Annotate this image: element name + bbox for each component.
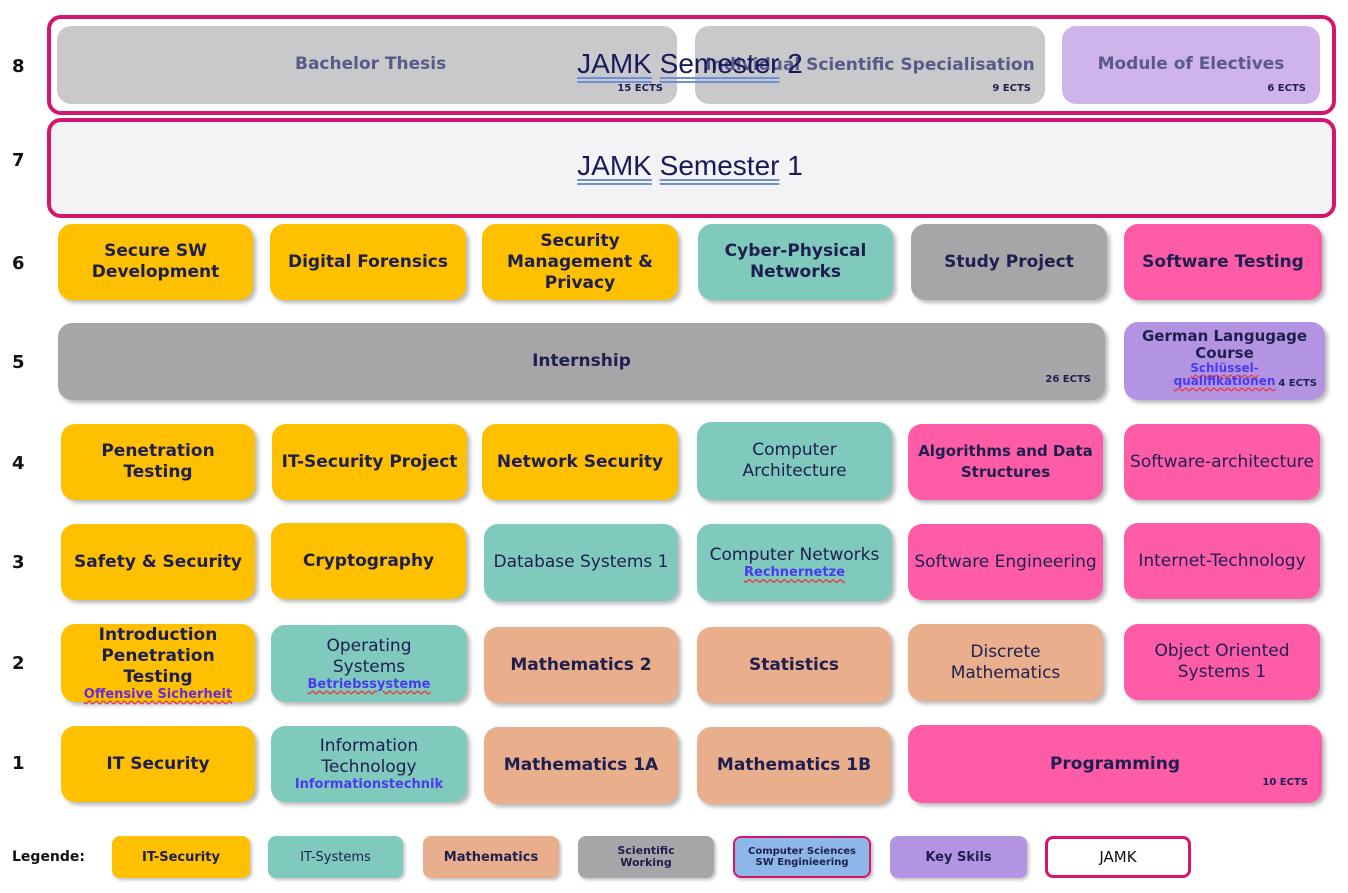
information-technology-subtitle: Informationstechnik <box>294 777 444 792</box>
module-of-electives: Module of Electives 6 ECTS <box>1062 26 1320 104</box>
module-german-language-course: German Langugage Course Schlüssel-qualif… <box>1124 322 1325 400</box>
programming-label: Programming <box>1049 753 1181 774</box>
module-operating-systems: Operating Systems Betriebssysteme <box>271 625 467 702</box>
jamk-semester-2-frame <box>47 15 1336 115</box>
row-number-5: 5 <box>12 352 25 373</box>
computer-networks-subtitle: Rechnernetze <box>744 565 845 580</box>
legend-key-skills: Key Skils <box>890 836 1027 878</box>
semester-number: 1 <box>787 150 803 181</box>
module-computer-networks: Computer Networks Rechnernetze <box>697 524 892 601</box>
module-statistics: Statistics <box>697 627 891 703</box>
module-it-security: IT Security <box>61 726 255 802</box>
module-programming: Programming 10 ECTS <box>908 725 1322 803</box>
module-algorithms-data-structures: Algorithms and Data Structures <box>908 424 1103 500</box>
jamk-semester-1-frame <box>47 118 1336 218</box>
semester-word: Semester <box>659 150 780 181</box>
jamk-word: JAMK <box>577 48 652 79</box>
module-discrete-mathematics: Discrete Mathematics <box>908 624 1103 701</box>
jamk-semester-2-title: JAMK Semester 2 <box>500 48 880 80</box>
scientific-specialisation-module: Individual Scientific Specialisation 9 E… <box>695 26 1045 104</box>
scientific-specialisation-label: Individual Scientific Specialisation <box>705 55 1035 75</box>
internship-label: Internship <box>532 351 631 371</box>
module-penetration-testing: Penetration Testing <box>61 424 255 500</box>
module-introduction-penetration-testing: Introduction Penetration Testing Offensi… <box>61 624 255 702</box>
internship-ects: 26 ECTS <box>1045 374 1091 385</box>
module-software-architecture: Software-architecture <box>1124 424 1320 500</box>
legend-scientific-working: Scientific Working <box>578 836 714 878</box>
legend-computer-sciences: Computer Sciences SW Enginieering <box>733 836 871 878</box>
module-cyber-physical-networks: Cyber-Physical Networks <box>698 224 893 300</box>
module-computer-architecture: Computer Architecture <box>697 422 892 500</box>
module-network-security: Network Security <box>482 424 678 500</box>
row-number-7: 7 <box>12 150 25 171</box>
module-security-management-privacy: Security Management & Privacy <box>482 224 678 300</box>
legend-mathematics: Mathematics <box>423 836 559 878</box>
jamk-word: JAMK <box>577 150 652 181</box>
module-of-electives-ects: 6 ECTS <box>1267 83 1306 94</box>
module-internship: Internship 26 ECTS <box>58 323 1105 400</box>
module-mathematics-1a: Mathematics 1A <box>484 727 678 804</box>
legend-label: Legende: <box>12 849 86 865</box>
legend-it-security: IT-Security <box>112 836 250 878</box>
module-software-engineering: Software Engineering <box>908 524 1103 600</box>
module-it-security-project: IT-Security Project <box>272 424 467 500</box>
german-course-ects: 4 ECTS <box>1278 378 1317 389</box>
intro-penetration-subtitle: Offensive Sicherheit <box>83 686 233 702</box>
legend-it-systems: IT-Systems <box>268 836 403 878</box>
module-object-oriented-systems-1: Object Oriented Systems 1 <box>1124 624 1320 700</box>
module-secure-sw-development: Secure SW Development <box>58 224 253 300</box>
row-number-3: 3 <box>12 552 25 573</box>
bachelor-thesis-label: Bachelor Thesis <box>295 54 447 74</box>
semester-number: 2 <box>787 48 803 79</box>
module-information-technology: Information Technology Informationstechn… <box>271 726 467 802</box>
operating-systems-subtitle: Betriebssysteme <box>307 676 431 692</box>
programming-ects: 10 ECTS <box>1262 777 1308 788</box>
legend-jamk: JAMK <box>1045 836 1191 878</box>
row-number-8: 8 <box>12 56 25 77</box>
row-number-4: 4 <box>12 453 25 474</box>
row-number-6: 6 <box>12 253 25 274</box>
module-digital-forensics: Digital Forensics <box>270 224 466 300</box>
bachelor-thesis-module: Bachelor Thesis 15 ECTS <box>57 26 677 104</box>
module-of-electives-label: Module of Electives <box>1097 54 1285 74</box>
module-study-project: Study Project <box>911 224 1107 300</box>
module-mathematics-1b: Mathematics 1B <box>697 727 891 804</box>
module-database-systems-1: Database Systems 1 <box>484 524 678 601</box>
semester-word: Semester <box>659 48 780 79</box>
bachelor-thesis-ects: 15 ECTS <box>617 83 663 94</box>
module-cryptography: Cryptography <box>271 523 466 599</box>
jamk-semester-1-title: JAMK Semester 1 <box>500 150 880 182</box>
module-safety-security: Safety & Security <box>61 524 255 600</box>
module-software-testing: Software Testing <box>1124 224 1322 300</box>
german-course-label: German Langugage Course <box>1141 327 1308 362</box>
module-internet-technology: Internet-Technology <box>1124 523 1320 599</box>
german-course-subtitle: Schlüssel-qualifikationen <box>1173 361 1276 388</box>
row-number-1: 1 <box>12 753 25 774</box>
row-number-2: 2 <box>12 653 25 674</box>
scientific-specialisation-ects: 9 ECTS <box>992 83 1031 94</box>
module-mathematics-2: Mathematics 2 <box>484 627 678 703</box>
